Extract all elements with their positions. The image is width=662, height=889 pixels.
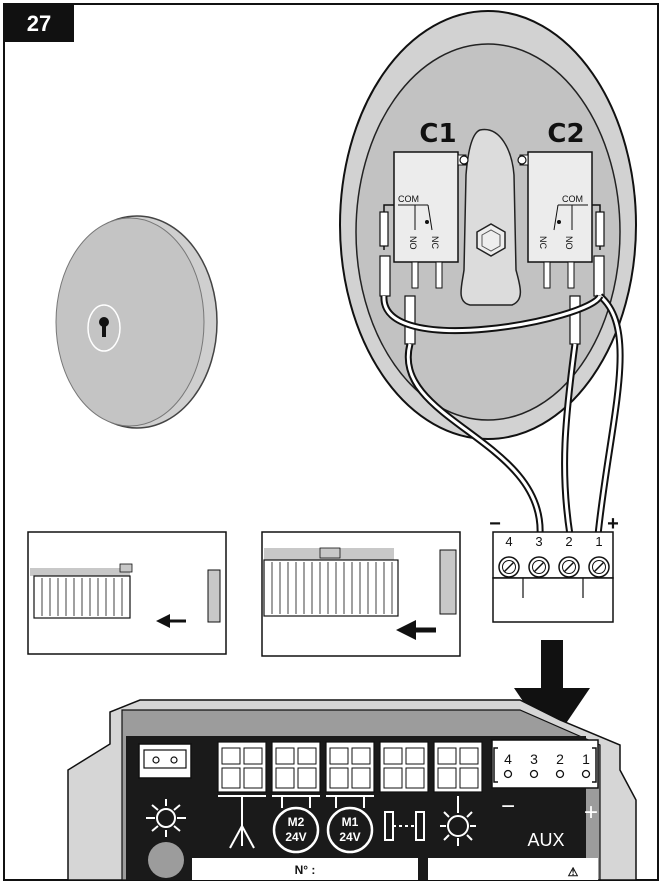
aux-pin-label: 3 [530,751,538,767]
power-socket [138,743,192,779]
insertion-panel-middle [261,531,461,657]
figure-number-badge: 27 [4,4,74,42]
key-switch-disc [55,215,218,429]
motor-2-label: M2 [288,815,305,829]
figure-number: 27 [27,11,51,36]
aux-plus-label: + [584,799,598,826]
insertion-panel-left [27,531,227,655]
connector-motor-1 [325,741,375,854]
aux-label: AUX [527,830,564,850]
c1-no-label: NO [408,236,418,250]
terminal-screw [498,556,520,578]
courtesy-light-icon [440,796,476,846]
mounting-hole [148,842,184,878]
spade-connectors [379,211,605,345]
c2-com-label: COM [562,194,583,204]
connector-motor-2 [271,741,321,854]
terminal-minus-label: − [489,513,501,535]
terminal-plus-label: + [607,513,619,535]
cables [380,293,624,536]
terminal-screw [588,556,610,578]
terminal-pin-label: 3 [535,534,542,549]
contact-c1-label: C1 [419,119,456,149]
terminal-pin-label: 4 [505,534,512,549]
terminal-screw [558,556,580,578]
c1-com-label: COM [398,194,419,204]
terminal-pin-label: 1 [595,534,602,549]
aux-connector [491,739,599,789]
aux-minus-label: − [501,793,515,820]
arrow-left-icon [156,614,186,628]
light-bulb-icon [146,799,186,837]
motor-2-voltage: 24V [285,830,306,844]
aux-pin-label: 2 [556,751,564,767]
motor-2-icon [272,806,320,854]
aux-pin-label: 1 [582,751,590,767]
microswitch-c2 [517,151,593,289]
contact-c2-label: C2 [547,119,584,149]
arrow-left-icon [396,620,436,640]
serial-number-plate [192,858,598,880]
c2-no-label: NO [564,236,574,250]
serial-number-label: N° : [295,863,316,877]
aux-pin-label: 4 [504,751,512,767]
connector-antenna [217,741,267,797]
antenna-icon [229,796,255,849]
terminal-pin-label: 2 [565,534,572,549]
motor-1-label: M1 [342,815,359,829]
warning-icon: ⚠ [568,865,579,879]
microswitch-c1 [393,151,469,289]
terminal-block [492,531,614,623]
connector-light [433,741,483,793]
hex-nut [476,223,506,257]
keyhole-icon [99,317,109,337]
terminal-screw [528,556,550,578]
c2-nc-label: NC [538,236,548,249]
connector-contact [379,741,429,793]
contact-icon [384,811,425,841]
c1-nc-label: NC [430,236,440,249]
motor-1-voltage: 24V [339,830,360,844]
motor-1-icon [326,806,374,854]
